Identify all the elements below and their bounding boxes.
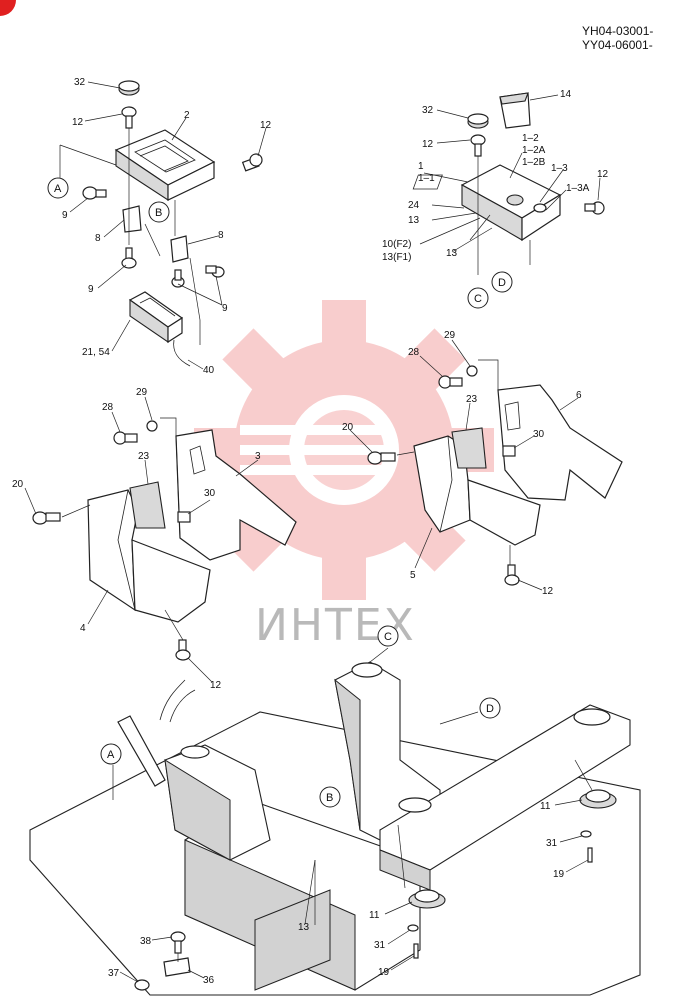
label-8a: 8 [95, 233, 101, 244]
assembly-middle-left [32, 417, 297, 661]
label-19b: 19 [378, 967, 390, 978]
svg-text:B: B [155, 207, 162, 219]
label-32a: 32 [74, 77, 86, 88]
svg-text:B: B [326, 792, 333, 804]
svg-text:D: D [498, 277, 506, 289]
label-8b: 8 [218, 230, 224, 241]
label-2: 2 [184, 110, 190, 121]
label-19a: 19 [553, 869, 565, 880]
label-5: 5 [410, 570, 416, 581]
label-12b: 12 [260, 120, 272, 131]
label-14: 14 [560, 89, 572, 100]
label-12c: 12 [422, 139, 434, 150]
leaders-top-right [419, 94, 601, 253]
model-code-1: YH04-03001- [582, 24, 653, 38]
label-24: 24 [408, 200, 420, 211]
svg-text:A: A [54, 183, 62, 195]
label-4: 4 [80, 623, 86, 634]
label-38: 38 [140, 936, 152, 947]
label-12d: 12 [597, 169, 609, 180]
ref-circle-b-top: B [148, 201, 170, 223]
label-1-2b: 1–2B [522, 157, 546, 168]
label-11a: 11 [540, 801, 551, 812]
label-31a: 31 [546, 838, 558, 849]
label-30b: 30 [533, 429, 545, 440]
assembly-top-right [412, 92, 605, 275]
label-9c: 9 [222, 303, 228, 314]
leaders-middle-right [349, 339, 579, 591]
label-13-f1: 13(F1) [382, 252, 411, 263]
label-13b: 13 [446, 248, 458, 259]
label-1: 1 [418, 161, 424, 172]
ref-circle-d-bottom: D [479, 697, 501, 719]
label-37: 37 [108, 968, 120, 979]
svg-text:D: D [486, 703, 494, 715]
label-10-f2: 10(F2) [382, 239, 411, 250]
label-12a: 12 [72, 117, 84, 128]
frame-assembly [29, 661, 641, 996]
label-20b: 20 [342, 422, 354, 433]
label-29b: 29 [444, 330, 456, 341]
corner-mark [0, 0, 16, 16]
label-28b: 28 [408, 347, 420, 358]
assembly-top-left [59, 80, 263, 367]
ref-circle-a-bottom: A [100, 743, 122, 765]
svg-text:C: C [384, 631, 392, 643]
label-1-2a: 1–2A [522, 145, 546, 156]
label-1-1: 1–1 [418, 173, 435, 184]
label-11b: 11 [369, 910, 380, 921]
model-code-2: YY04-06001- [582, 38, 653, 52]
ref-circle-d-top: D [491, 271, 513, 293]
label-40: 40 [203, 365, 215, 376]
ref-circle-c-top: C [467, 287, 489, 309]
ref-circle-c-bottom: C [377, 625, 399, 647]
label-9b: 9 [88, 284, 94, 295]
leaders-top-left [69, 81, 267, 370]
ref-circle-b-bottom: B [319, 786, 341, 808]
label-28a: 28 [102, 402, 114, 413]
label-23a: 23 [138, 451, 150, 462]
label-12f: 12 [542, 586, 554, 597]
label-20a: 20 [12, 479, 24, 490]
label-13a: 13 [408, 215, 420, 226]
label-31b: 31 [374, 940, 386, 951]
label-6: 6 [576, 390, 582, 401]
assembly-middle-right [367, 359, 623, 586]
label-3: 3 [255, 451, 261, 462]
label-21-54: 21, 54 [82, 347, 110, 358]
label-12e: 12 [210, 680, 222, 691]
label-29a: 29 [136, 387, 148, 398]
label-36: 36 [203, 975, 215, 986]
leaders-middle-left [24, 396, 259, 683]
label-1-3a: 1–3A [566, 183, 590, 194]
label-1-2: 1–2 [522, 133, 539, 144]
label-9a: 9 [62, 210, 68, 221]
leaders-bottom [119, 647, 589, 983]
label-13c: 13 [298, 922, 310, 933]
ref-circle-a-top: A [47, 177, 69, 199]
label-30a: 30 [204, 488, 216, 499]
label-1-3: 1–3 [551, 163, 568, 174]
svg-text:C: C [474, 293, 482, 305]
label-32b: 32 [422, 105, 434, 116]
label-23b: 23 [466, 394, 478, 405]
svg-text:A: A [107, 749, 115, 761]
